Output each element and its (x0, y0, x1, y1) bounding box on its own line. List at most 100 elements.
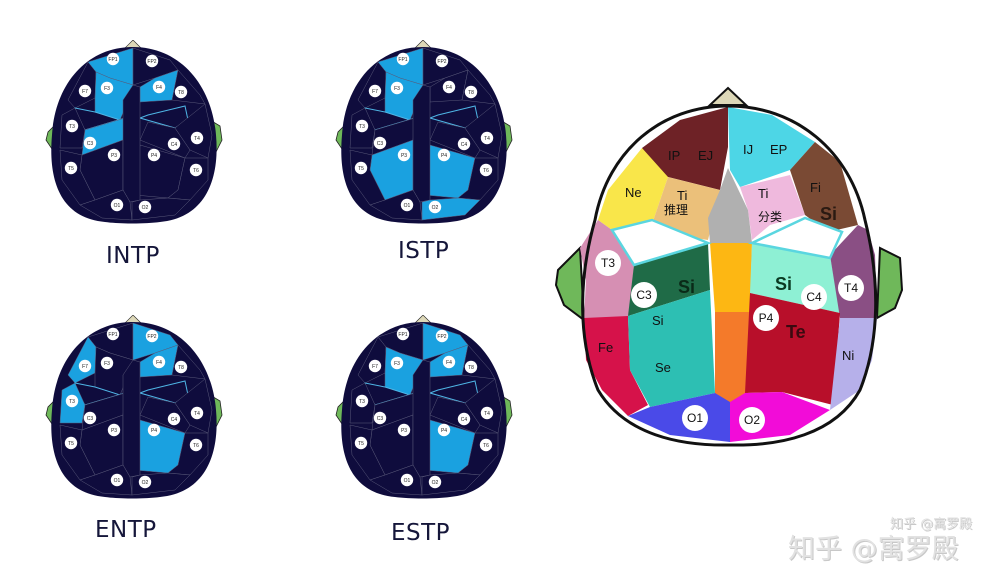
electrode-t4 (838, 275, 864, 301)
region-o1 (79, 189, 133, 221)
electrode-f4-label: F4 (446, 85, 452, 91)
electrode-t6-label: T6 (193, 168, 199, 174)
region-reye (138, 380, 189, 404)
electrode-fp1-label: FP1 (398, 57, 407, 63)
electrode-f4 (442, 80, 456, 94)
electrode-fp2 (435, 329, 449, 343)
electrode-t8 (174, 360, 188, 374)
electrode-f3-label: F3 (104, 361, 110, 367)
electrode-c4 (801, 284, 827, 310)
label-ej: EJ (698, 148, 713, 163)
electrode-f3-label: F3 (394, 361, 400, 367)
electrode-f3 (100, 356, 114, 370)
electrode-f4-label: F4 (156, 360, 162, 366)
electrode-t3 (355, 119, 369, 133)
electrode-o1-label: O1 (404, 203, 411, 209)
electrode-fp1 (106, 327, 120, 341)
electrode-f4 (152, 355, 166, 369)
label-istp: ISTP (398, 238, 450, 264)
electrode-f3 (100, 81, 114, 95)
electrode-p3 (397, 423, 411, 437)
electrode-t6 (189, 438, 203, 452)
electrode-t8-label: T8 (178, 365, 184, 371)
electrode-o2-label: O2 (744, 413, 760, 427)
electrode-f3 (390, 81, 404, 95)
cognitive-function-brain-map: IP EJ IJ EP Ne Ti 推理 Ti 分类 Fi Si Si Si F… (550, 80, 910, 450)
electrode-c3-label: C3 (87, 141, 94, 147)
electrode-t5-label: T5 (358, 441, 364, 447)
left-ear (554, 245, 586, 323)
electrode-t4-label: T4 (484, 136, 490, 142)
electrode-p4 (437, 148, 451, 162)
electrode-c4-label: C4 (461, 417, 468, 423)
electrode-t4 (190, 131, 204, 145)
electrode-t5 (64, 161, 78, 175)
electrode-p4 (147, 423, 161, 437)
electrode-c3-label: C3 (87, 416, 94, 422)
electrode-o1 (400, 198, 414, 212)
electrode-c4-label: C4 (461, 142, 468, 148)
electrode-fp1-label: FP1 (108, 332, 117, 338)
watermark-large: 知乎 @寓罗殿 (788, 534, 959, 565)
electrode-t3-label: T3 (69, 124, 75, 130)
region-midline-front (708, 168, 752, 243)
label-si: Si (652, 313, 664, 328)
electrode-o1-label: O1 (687, 411, 703, 425)
electrode-t6 (189, 163, 203, 177)
electrode-t4-label: T4 (484, 411, 490, 417)
region-fe (584, 316, 648, 416)
electrode-t5 (354, 161, 368, 175)
electrode-c4 (167, 137, 181, 151)
electrode-f4-label: F4 (156, 85, 162, 91)
electrode-o2 (428, 475, 442, 489)
electrode-c3 (631, 282, 657, 308)
electrode-o2-label: O2 (142, 205, 149, 211)
region-mid (412, 84, 431, 203)
nose (414, 40, 432, 49)
electrode-t3 (595, 250, 621, 276)
electrode-fp2-label: FP2 (147, 59, 156, 65)
electrode-t3-label: T3 (69, 399, 75, 405)
electrode-t4-label: T4 (194, 136, 200, 142)
electrode-o2 (138, 475, 152, 489)
electrode-fp2 (435, 54, 449, 68)
electrode-p4-label: P4 (759, 311, 774, 325)
electrode-f7 (368, 359, 382, 373)
electrode-f7 (78, 84, 92, 98)
electrode-p4 (147, 148, 161, 162)
label-si-c3: Si (678, 277, 695, 297)
label-te: Te (786, 322, 806, 342)
label-ip: IP (668, 148, 680, 163)
electrode-p4-label: P4 (441, 428, 447, 434)
electrode-t3-label: T3 (601, 256, 615, 270)
region-mid (412, 359, 431, 478)
nose (124, 40, 142, 49)
region-frontal-right-top (728, 107, 815, 187)
electrode-o1 (110, 473, 124, 487)
electrode-fp2-label: FP2 (437, 334, 446, 340)
electrode-p3-label: P3 (111, 153, 117, 159)
nose (414, 315, 432, 324)
label-entp: ENTP (95, 517, 157, 543)
electrode-fp1 (106, 52, 120, 66)
electrode-c4 (167, 412, 181, 426)
region-ti-left (650, 177, 720, 240)
region-frontal-left-top (642, 107, 728, 190)
electrode-f4 (442, 355, 456, 369)
region-reye (428, 380, 479, 404)
electrode-o2 (138, 200, 152, 214)
head-outline (581, 104, 878, 447)
region-t4 (464, 378, 503, 434)
electrode-t4 (190, 406, 204, 420)
region-reye (428, 105, 479, 129)
electrode-t8-label: T8 (178, 90, 184, 96)
electrode-t5-label: T5 (68, 441, 74, 447)
region-midline-back (715, 312, 750, 406)
electrode-t6-label: T6 (483, 443, 489, 449)
electrode-o2 (428, 200, 442, 214)
label-fi: Fi (810, 180, 821, 195)
nose (707, 86, 749, 106)
electrode-fp2-label: FP2 (437, 59, 446, 65)
label-ij: IJ (743, 142, 753, 157)
electrode-t8-label: T8 (468, 90, 474, 96)
